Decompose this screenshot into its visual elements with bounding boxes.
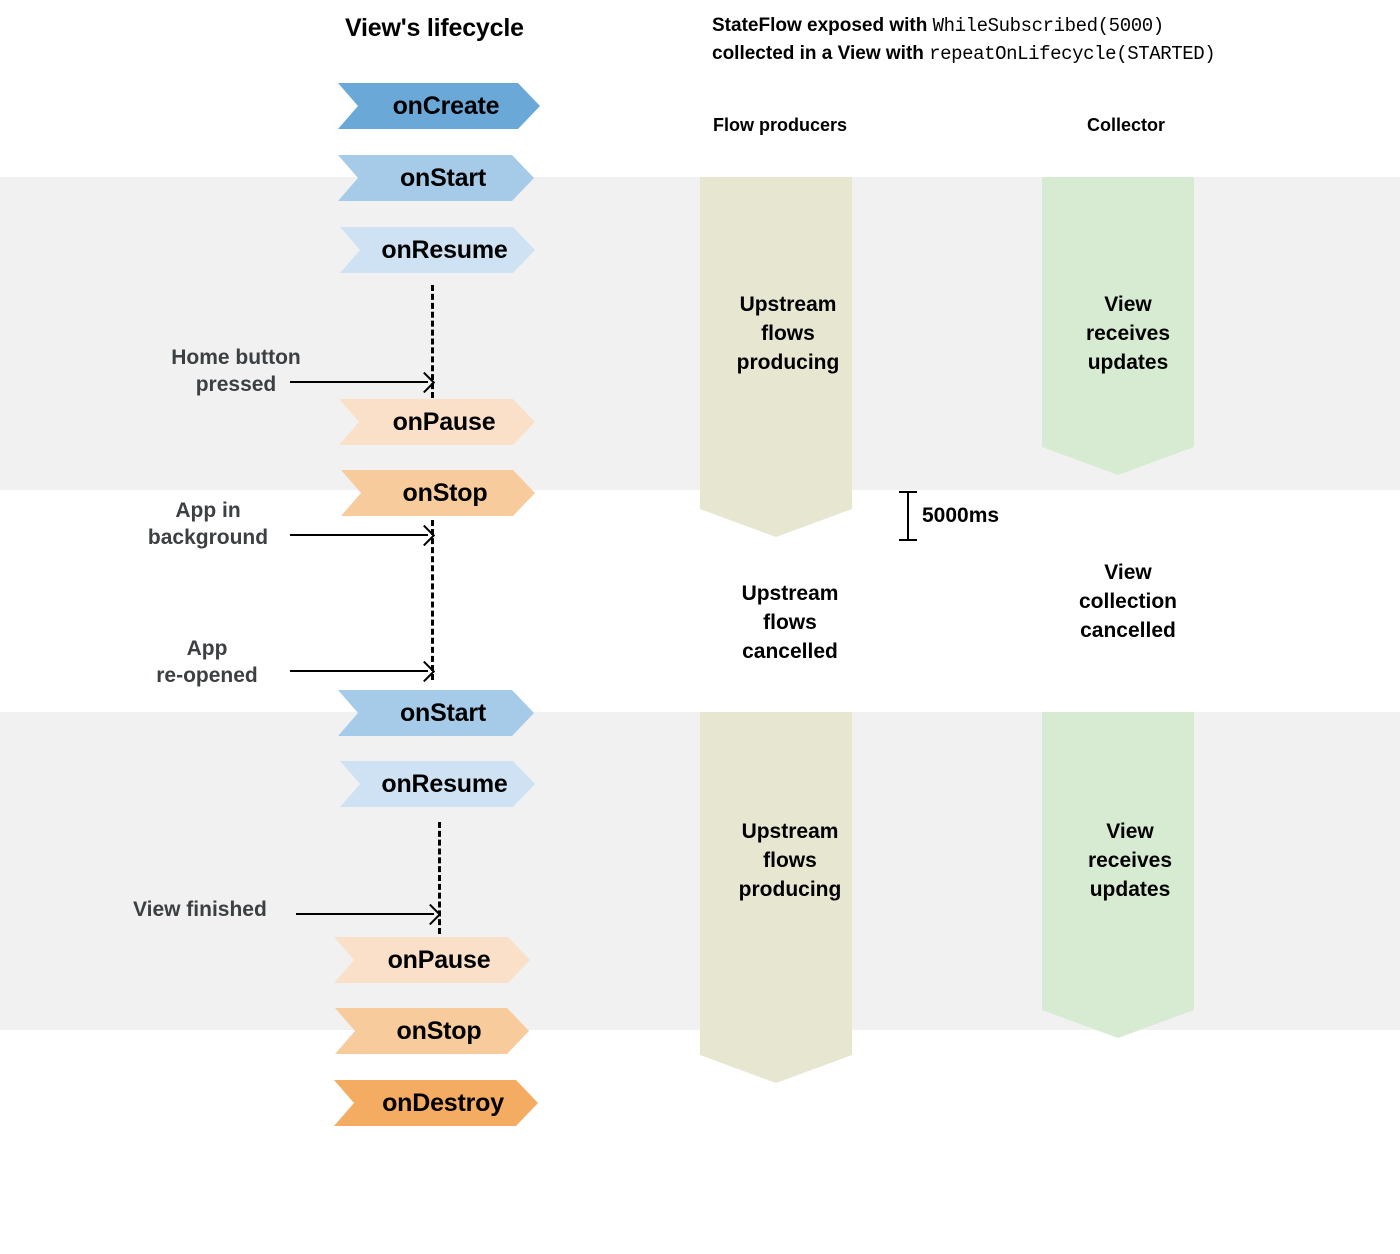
annotation-line-1: App — [186, 637, 228, 660]
lifecycle-event-onpause-1: onPause — [339, 399, 535, 445]
annotation-arrow-line-4 — [296, 913, 434, 915]
annotation-home-button-pressed: Home button pressed — [111, 344, 361, 398]
lifecycle-event-onstop-2: onStop — [335, 1008, 529, 1054]
flow-producing-text-1: Upstream flows producing — [688, 290, 888, 377]
lifecycle-event-oncreate: onCreate — [338, 83, 540, 129]
collector-text-line-2: receives — [1085, 322, 1171, 345]
lifecycle-event-label: onStart — [399, 163, 487, 192]
lifecycle-event-onresume-2: onResume — [340, 761, 535, 807]
annotation-arrow-line-1 — [290, 381, 428, 383]
lifecycle-dashed-connector-2 — [431, 520, 434, 680]
flow-cancelled-text: Upstream flows cancelled — [690, 579, 890, 666]
annotation-arrow-line-3 — [290, 670, 428, 672]
flow-text-line-1: Upstream — [741, 820, 839, 843]
collector-receiving-text-2: View receives updates — [1030, 817, 1230, 904]
flow-producing-band-1 — [700, 177, 852, 537]
stateflow-title-bold-2: collected in a View with — [712, 43, 930, 64]
flow-producing-text-2: Upstream flows producing — [690, 817, 890, 904]
annotation-line-2: pressed — [195, 373, 277, 396]
lifecycle-event-onstart-2: onStart — [338, 690, 534, 736]
lifecycle-event-ondestroy: onDestroy — [334, 1080, 538, 1126]
annotation-line-1: View finished — [133, 898, 267, 921]
collector-text-line-3: cancelled — [1080, 619, 1176, 642]
lifecycle-event-label: onResume — [381, 235, 508, 264]
collector-text-line-1: View — [1106, 820, 1154, 843]
flow-text-line-3: cancelled — [742, 640, 838, 663]
lifecycle-event-label: onDestroy — [382, 1088, 504, 1117]
lifecycle-event-onpause-2: onPause — [334, 937, 530, 983]
bracket-cap-bottom — [899, 539, 917, 541]
collector-column-label: Collector — [1087, 115, 1166, 135]
annotation-line-1: App in — [175, 499, 241, 522]
flow-text-line-2: flows — [761, 322, 815, 345]
lifecycle-dashed-connector-1 — [431, 285, 434, 398]
flow-text-line-2: flows — [763, 611, 817, 634]
annotation-view-finished: View finished — [133, 896, 293, 923]
lifecycle-event-label: onPause — [387, 945, 491, 974]
annotation-app-re-opened: App re-opened — [82, 635, 332, 689]
lifecycle-event-label: onStop — [402, 478, 488, 507]
collector-text-line-2: receives — [1087, 849, 1173, 872]
stateflow-title-code-1: WhileSubscribed(5000) — [932, 15, 1164, 37]
stateflow-title-code-2: repeatOnLifecycle(STARTED) — [929, 43, 1216, 65]
annotation-line-1: Home button — [171, 346, 301, 369]
flow-text-line-2: flows — [763, 849, 817, 872]
annotation-arrow-line-2 — [290, 534, 428, 536]
lifecycle-event-onstop-1: onStop — [341, 470, 535, 516]
collector-text-line-1: View — [1104, 293, 1152, 316]
flow-text-line-1: Upstream — [739, 293, 837, 316]
stateflow-title-bold-1: StateFlow exposed with — [712, 15, 933, 36]
collector-receiving-band-1 — [1042, 177, 1194, 475]
lifecycle-event-label: onResume — [381, 769, 508, 798]
stateflow-description-title: StateFlow exposed with WhileSubscribed(5… — [712, 12, 1216, 68]
flow-producers-column-label: Flow producers — [713, 115, 848, 135]
collector-text-line-1: View — [1104, 561, 1152, 584]
annotation-line-2: background — [147, 526, 269, 549]
timeout-bracket — [899, 491, 917, 541]
collector-cancelled-text: View collection cancelled — [1028, 558, 1228, 645]
collector-receiving-band-2 — [1042, 712, 1194, 1038]
lifecycle-event-onstart-1: onStart — [338, 155, 534, 201]
lifecycle-event-label: onStop — [396, 1016, 482, 1045]
collector-receiving-text-1: View receives updates — [1028, 290, 1228, 377]
collector-text-line-3: updates — [1087, 351, 1169, 374]
collector-text-line-3: updates — [1089, 878, 1171, 901]
lifecycle-event-label: onCreate — [392, 91, 500, 120]
lifecycle-event-onresume-1: onResume — [340, 227, 535, 273]
flow-producing-band-2 — [700, 712, 852, 1083]
collector-text-line-2: collection — [1078, 590, 1178, 613]
flow-text-line-3: producing — [736, 351, 840, 374]
lifecycle-column-title: View's lifecycle — [345, 14, 524, 42]
annotation-app-in-background: App in background — [83, 497, 333, 551]
annotation-line-2: re-opened — [156, 664, 258, 687]
bracket-vertical-bar — [907, 491, 909, 541]
timeout-label: 5000ms — [922, 504, 1000, 527]
lifecycle-event-label: onStart — [399, 698, 487, 727]
lifecycle-dashed-connector-3 — [438, 822, 441, 934]
flow-text-line-1: Upstream — [741, 582, 839, 605]
flow-text-line-3: producing — [738, 878, 842, 901]
lifecycle-event-label: onPause — [392, 407, 496, 436]
